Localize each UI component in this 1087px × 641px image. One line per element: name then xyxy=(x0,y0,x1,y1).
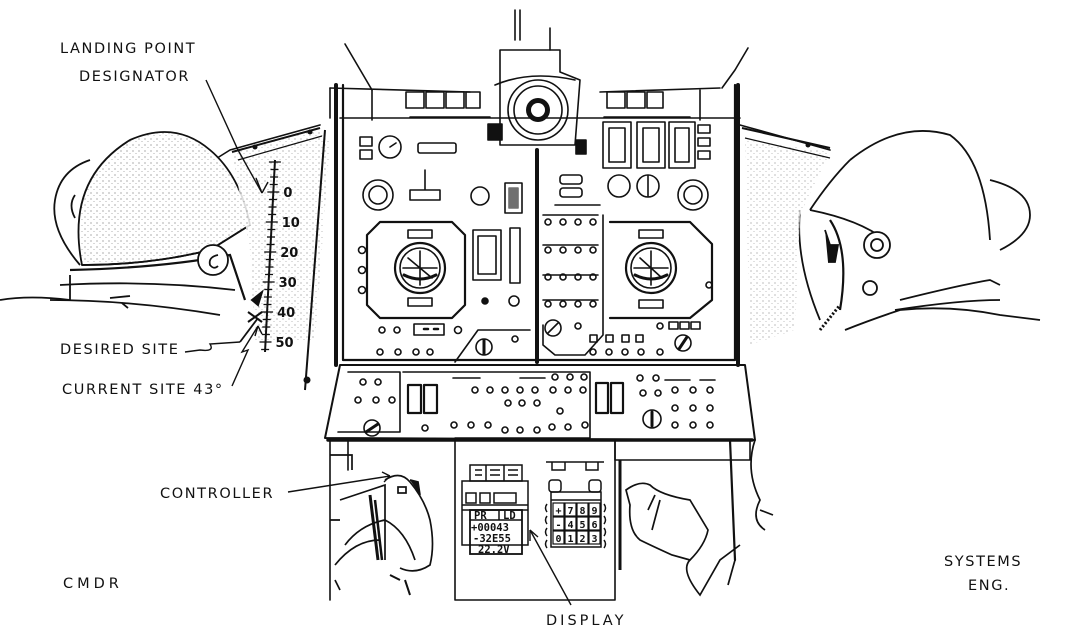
label-cmdr: CMDR xyxy=(63,576,123,592)
keypad-key-label: 4 xyxy=(568,520,574,531)
keypad-key xyxy=(576,502,589,517)
label-landing-point-designator-line2: DESIGNATOR xyxy=(79,69,191,85)
label-landing-point-designator-line1: LANDING POINT xyxy=(60,41,197,57)
keypad-key-label: 9 xyxy=(592,506,598,517)
scale-tick-label: 50 xyxy=(276,336,294,351)
leader-desired-site xyxy=(184,341,241,353)
keypad-key xyxy=(588,516,601,531)
display-header-right: LD xyxy=(503,510,516,522)
scale-tick-label: 40 xyxy=(277,306,295,321)
scale-tick-label: 10 xyxy=(282,216,300,231)
label-controller: CONTROLLER xyxy=(160,486,275,502)
keypad-key-label: 6 xyxy=(592,520,598,531)
scale-tick-label: 0 xyxy=(283,186,292,201)
main-instrument-panel xyxy=(334,83,740,367)
leader-lines xyxy=(184,79,572,606)
label-display: DISPLAY xyxy=(546,613,627,629)
systems-engineer-figure xyxy=(798,130,1041,331)
overhead-sight xyxy=(487,9,587,155)
keypad-key-label: 7 xyxy=(568,506,574,517)
display-header-left: PR xyxy=(474,510,487,522)
keypad-key-label: - xyxy=(556,520,562,531)
keypad-key xyxy=(564,516,577,531)
keypad-key xyxy=(552,530,565,545)
right-window xyxy=(741,127,831,345)
display-unit xyxy=(461,464,529,555)
keypad-key-label: 8 xyxy=(580,506,586,517)
commander-figure xyxy=(0,131,252,316)
commander-hand-controller xyxy=(330,454,434,596)
keypad-key-label: 3 xyxy=(592,534,598,545)
keypad-key xyxy=(576,516,589,531)
keypad-key-label: 5 xyxy=(580,520,586,531)
keypad-key xyxy=(588,530,601,545)
leader-display xyxy=(529,529,572,606)
keypad-key xyxy=(588,502,601,517)
label-current-site: CURRENT SITE 43° xyxy=(62,382,224,398)
keypad-key xyxy=(564,530,577,545)
keypad-key xyxy=(552,516,565,531)
keypad-key xyxy=(552,502,565,517)
keypad-key-label: 0 xyxy=(556,534,562,545)
scale-tick-label: 20 xyxy=(280,246,298,261)
leader-landing-point-designator xyxy=(205,79,263,194)
leader-current-site xyxy=(231,325,259,387)
keypad-key-label: + xyxy=(556,506,562,517)
keypad-key-label: 1 xyxy=(568,534,574,545)
leader-controller xyxy=(287,475,391,493)
label-systems-eng-line2: ENG. xyxy=(968,578,1011,594)
keypad-key xyxy=(576,530,589,545)
lower-console xyxy=(324,364,756,442)
systems-engineer-hand xyxy=(618,439,774,597)
landing-point-designator-scale: 0 10 20 30 40 50 xyxy=(259,159,300,353)
display-row-1: +00043 xyxy=(471,522,509,534)
display-row-2: -32E55 xyxy=(473,533,511,545)
desired-site-marker xyxy=(247,289,264,323)
label-systems-eng-line1: SYSTEMS xyxy=(944,554,1023,570)
label-desired-site: DESIRED SITE xyxy=(60,342,180,358)
keypad-key-label: 2 xyxy=(580,534,586,545)
keypad-key xyxy=(564,502,577,517)
display-row-3: 22.2V xyxy=(478,544,510,556)
keypad-unit xyxy=(544,461,607,549)
scale-tick-label: 30 xyxy=(279,276,297,291)
